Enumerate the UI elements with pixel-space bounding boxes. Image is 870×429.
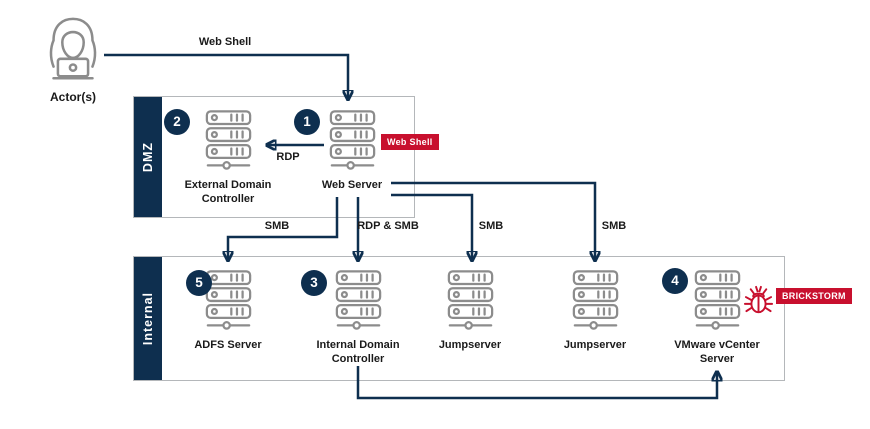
conn-label-smb-jump2: SMB (601, 220, 627, 232)
step-badge-4: 4 (662, 268, 688, 294)
step-badge-1: 1 (294, 109, 320, 135)
server-stack-icon (329, 109, 376, 171)
bug-icon (743, 283, 774, 316)
node-vmware-vcenter-server: VMware vCenter Server (661, 269, 773, 367)
conn-label-web-shell: Web Shell (198, 36, 252, 48)
node-label-internal-domain-controller: Internal Domain Controller (316, 339, 400, 365)
hooded-hacker-icon (41, 16, 105, 88)
conn-label-smb-jump1: SMB (478, 220, 504, 232)
actor-node: Actor(s) (40, 16, 106, 105)
node-label-vmware-vcenter-server: VMware vCenter Server (674, 339, 760, 365)
zone-dmz-label: DMZ (141, 141, 155, 173)
step-badge-5: 5 (186, 270, 212, 296)
brickstorm-tag: BRICKSTORM (776, 288, 852, 304)
actor-label: Actor(s) (49, 90, 96, 104)
step-badge-2: 2 (164, 109, 190, 135)
node-web-server: Web Server (296, 109, 408, 193)
server-stack-icon (335, 269, 382, 331)
node-adfs-server: ADFS Server (172, 269, 284, 353)
server-stack-icon (694, 269, 741, 331)
conn-label-rdp: RDP (276, 151, 300, 163)
node-label-jumpserver-1: Jumpserver (438, 339, 502, 351)
node-jumpserver-1: Jumpserver (414, 269, 526, 353)
arrow-actor-to-web-server (104, 53, 348, 98)
step-badge-3: 3 (301, 270, 327, 296)
node-internal-domain-controller: Internal Domain Controller (302, 269, 414, 367)
server-stack-icon (447, 269, 494, 331)
web-shell-tag: Web Shell (381, 134, 439, 150)
server-stack-icon (572, 269, 619, 331)
server-stack-icon (205, 109, 252, 171)
zone-internal-bar: Internal (134, 257, 162, 380)
conn-label-smb-adfs: SMB (264, 220, 290, 232)
server-stack-icon (205, 269, 252, 331)
node-label-web-server: Web Server (321, 179, 383, 191)
node-label-jumpserver-2: Jumpserver (563, 339, 627, 351)
zone-dmz-bar: DMZ (134, 97, 162, 217)
node-label-external-domain-controller: External Domain Controller (184, 179, 272, 205)
node-label-adfs-server: ADFS Server (194, 339, 262, 351)
conn-label-rdp-smb: RDP & SMB (357, 220, 419, 232)
zone-internal-label: Internal (141, 291, 155, 346)
node-jumpserver-2: Jumpserver (539, 269, 651, 353)
